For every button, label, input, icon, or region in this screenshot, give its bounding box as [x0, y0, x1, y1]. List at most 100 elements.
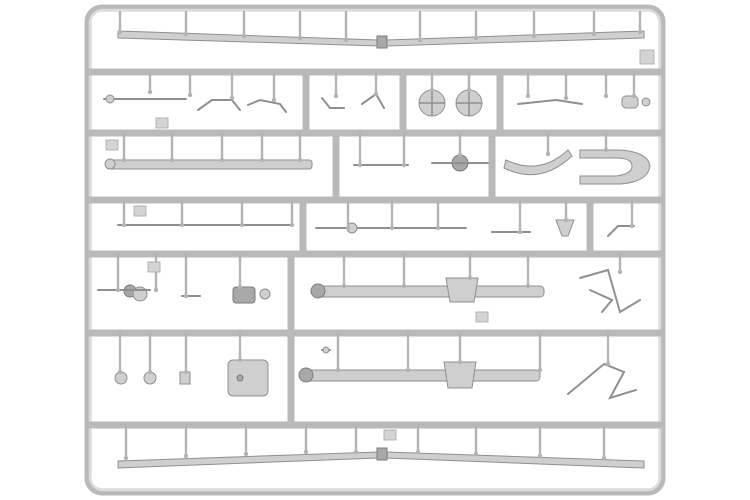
sprue-gate-tip [229, 95, 235, 101]
row-2-parts [104, 149, 651, 185]
part-barrel-2 [299, 369, 541, 382]
sprue-gate-tip [183, 369, 189, 375]
sprue-tab-7 [383, 429, 397, 441]
sprue-gate-tip [335, 367, 341, 373]
sprue-gate-tip [545, 151, 551, 157]
sprue-gate-tip [117, 29, 123, 35]
sprue-gate-tip [289, 222, 295, 228]
sprue-gate-tip [405, 367, 411, 373]
sprue-gate-tip [537, 453, 543, 459]
sprue-gate-tip [333, 93, 339, 99]
sprue-gate-tip [237, 284, 243, 290]
top-plate-right [385, 30, 645, 47]
sprue-gate-tip [525, 93, 531, 99]
part-box-1 [227, 359, 269, 397]
sprue-gate-tip [473, 451, 479, 457]
sprue-gate-tip [389, 225, 395, 231]
sprue-tabs [105, 49, 655, 441]
sprue-gate-tip [123, 455, 129, 461]
sprue-gates [115, 10, 643, 461]
part-hook-1 [321, 97, 345, 109]
sprue-gate-tip [271, 97, 277, 103]
part-knob-1 [105, 94, 115, 104]
top-plate-joint [376, 35, 388, 49]
part-shovel-head [555, 219, 575, 237]
sprue-gate-tip [603, 93, 609, 99]
sprue-gate-tip [473, 35, 479, 41]
part-barrel-1 [311, 285, 545, 298]
sprue-gate-tip [243, 451, 249, 457]
part-hook-2 [361, 92, 385, 109]
sprue-gate-tip [563, 217, 569, 223]
sprue-gate-tip [239, 222, 245, 228]
sprue-gate-tip [237, 357, 243, 363]
part-knob-2 [641, 97, 651, 107]
row-3-parts [117, 219, 635, 237]
barrel-parts [298, 277, 545, 389]
sprue-gate-tip [297, 35, 303, 41]
sprue-gate-tip [343, 37, 349, 43]
sprue-gate-tip [183, 293, 189, 299]
sprue-gate-tip [169, 157, 175, 163]
sprue-gate-tip [115, 287, 121, 293]
part-barrel-2-mount [443, 361, 477, 389]
sprue-gate-tip [466, 87, 472, 93]
sprue-gate-tip [117, 369, 123, 375]
sprue-gate-tip [241, 33, 247, 39]
sprue-gate-tip [637, 29, 643, 35]
part-long-bar [105, 159, 313, 170]
sprue-gate-tip [603, 147, 609, 153]
part-u-bracket [579, 149, 651, 185]
sprue-gate-tip [629, 223, 635, 229]
sprue-tab-3 [105, 139, 119, 151]
sprue-gate-tip [617, 269, 623, 275]
part-lever-1 [517, 98, 583, 105]
sprue-gate-tip [531, 33, 537, 39]
sprue-gate-tip [417, 37, 423, 43]
sprue-gate-tip [415, 449, 421, 455]
sprue-gate-tip [121, 222, 127, 228]
sprue-gate-tip [401, 283, 407, 289]
sprue-gate-tip [297, 157, 303, 163]
sprue-gate-tip [183, 453, 189, 459]
bottom-long-plate [117, 447, 645, 469]
part-block-1 [232, 286, 256, 304]
part-barrel-2-end [298, 367, 314, 383]
sprue-gate-tip [591, 31, 597, 37]
sprue-gate-tip [467, 275, 473, 281]
right-frame-parts [567, 268, 641, 400]
sprue-gate-tip [373, 91, 379, 97]
part-box-1-detail [236, 374, 244, 382]
part-bracket-2 [247, 98, 287, 113]
sprue-gate-tip [219, 157, 225, 163]
part-barrel-1-mount [445, 277, 479, 303]
sprue-tab-5 [147, 261, 161, 273]
sprue-gate-tip [121, 157, 127, 163]
sprue-gate-tip [153, 287, 159, 293]
part-clip-1 [621, 95, 639, 109]
sprue-gate-tip [303, 449, 309, 455]
sprue-gate-tip [183, 31, 189, 37]
bottom-plate-joint [376, 447, 388, 461]
part-knob-4 [259, 288, 271, 300]
part-hook-3 [607, 225, 635, 237]
sprue-gate-tip [353, 449, 359, 455]
sprue-tab-4 [133, 205, 147, 217]
part-curved-fender [503, 149, 573, 176]
sprue-gate-tip [341, 283, 347, 289]
sprue-gate-tip [187, 92, 193, 98]
part-trail-frame-2 [567, 362, 637, 400]
part-bar-end [104, 158, 116, 170]
sprue-gate-tip [429, 87, 435, 93]
bottom-plate-right [385, 451, 645, 469]
part-pin-2-head [322, 346, 330, 354]
sprue-gate-tip [563, 95, 569, 101]
sprue-gate-tip [457, 359, 463, 365]
part-bracket-1 [197, 99, 241, 111]
sprue-gate-tip [345, 225, 351, 231]
sprue-tab-2 [155, 117, 169, 129]
part-barrel-1-end [310, 283, 326, 299]
sprue-gate-tip [179, 222, 185, 228]
